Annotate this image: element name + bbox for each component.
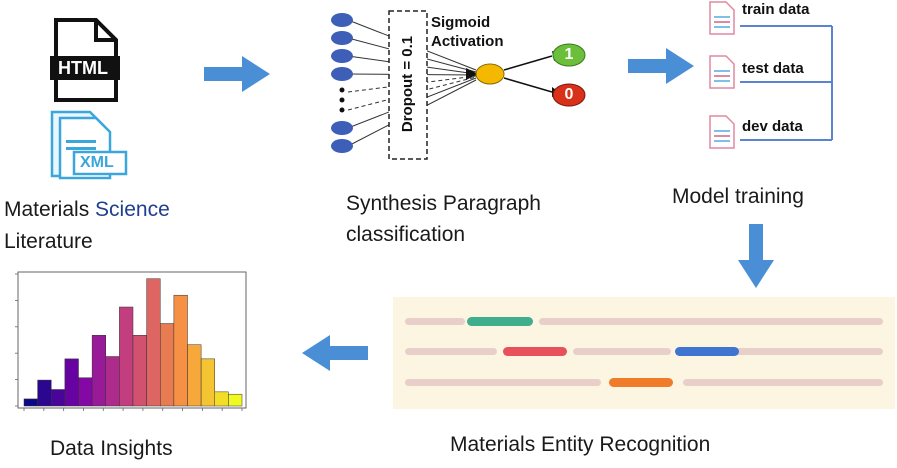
entity-recognition-panel — [393, 297, 895, 409]
classification-caption-line1: Synthesis Paragraph — [346, 192, 541, 215]
flow-arrow-right-icon — [204, 56, 270, 97]
document-icon — [709, 1, 735, 35]
text-line — [405, 318, 465, 325]
histogram-bar — [187, 344, 202, 407]
model-training-caption: Model training — [672, 185, 804, 208]
flow-arrow-right-icon — [628, 48, 694, 89]
histogram-chart — [4, 268, 252, 416]
histogram-bar — [51, 389, 66, 407]
text-line — [573, 348, 671, 355]
histogram-bar — [119, 306, 134, 407]
caption-word-science: Science — [95, 198, 170, 221]
histogram-bar — [173, 294, 188, 407]
data-file-dev: dev data — [708, 114, 803, 150]
histogram-bar — [91, 335, 106, 407]
neural-network-diagram: Dropout = 0.1 Sigmoid Activation 1 0 — [326, 8, 596, 166]
entity-highlight-orange — [609, 378, 673, 387]
histogram-bar — [146, 278, 161, 407]
text-line — [405, 379, 601, 386]
data-file-train: train data — [708, 0, 810, 36]
literature-caption-line1: Materials Science — [4, 197, 170, 223]
output-one-label: 1 — [564, 46, 574, 63]
html-file-icon: HTML — [50, 18, 120, 102]
histogram-bar — [228, 393, 243, 407]
xml-file-icon: XML — [50, 108, 130, 180]
literature-caption-line2: Literature — [4, 230, 93, 253]
document-icon — [709, 115, 735, 149]
histogram-bar — [64, 358, 79, 407]
activation-label-line2: Activation — [431, 33, 504, 50]
html-icon-label: HTML — [58, 58, 108, 78]
activation-label-line1: Sigmoid — [431, 14, 491, 31]
flow-arrow-left-icon — [302, 335, 368, 376]
entity-recognition-caption: Materials Entity Recognition — [450, 433, 711, 456]
histogram-bar — [78, 377, 93, 407]
text-line — [539, 318, 883, 325]
document-icon — [709, 55, 735, 89]
histogram-bar — [132, 335, 147, 407]
text-line — [683, 379, 883, 386]
histogram-bar — [23, 398, 38, 407]
data-split-bracket — [736, 6, 836, 151]
data-file-label: test data — [742, 59, 804, 77]
histogram-bar — [105, 356, 120, 407]
flow-arrow-down-icon — [738, 224, 774, 293]
histogram-svg — [15, 271, 247, 411]
histogram-bar — [37, 379, 52, 407]
output-zero-label: 0 — [564, 86, 574, 103]
data-file-test: test data — [708, 54, 804, 90]
histogram-bar — [200, 358, 215, 407]
entity-highlight-blue — [675, 347, 739, 356]
xml-icon-label: XML — [80, 154, 114, 171]
caption-word-materials: Materials — [4, 198, 90, 221]
data-file-label: train data — [742, 0, 810, 18]
entity-highlight-red — [503, 347, 567, 356]
data-insights-caption: Data Insights — [50, 437, 173, 460]
classification-caption-line2: classification — [346, 223, 466, 246]
text-line — [745, 348, 883, 355]
histogram-bar — [160, 323, 175, 407]
data-file-label: dev data — [742, 117, 803, 135]
entity-highlight-green — [467, 317, 533, 326]
dropout-label: Dropout = 0.1 — [399, 35, 416, 133]
histogram-bar — [214, 391, 229, 407]
text-line — [405, 348, 497, 355]
